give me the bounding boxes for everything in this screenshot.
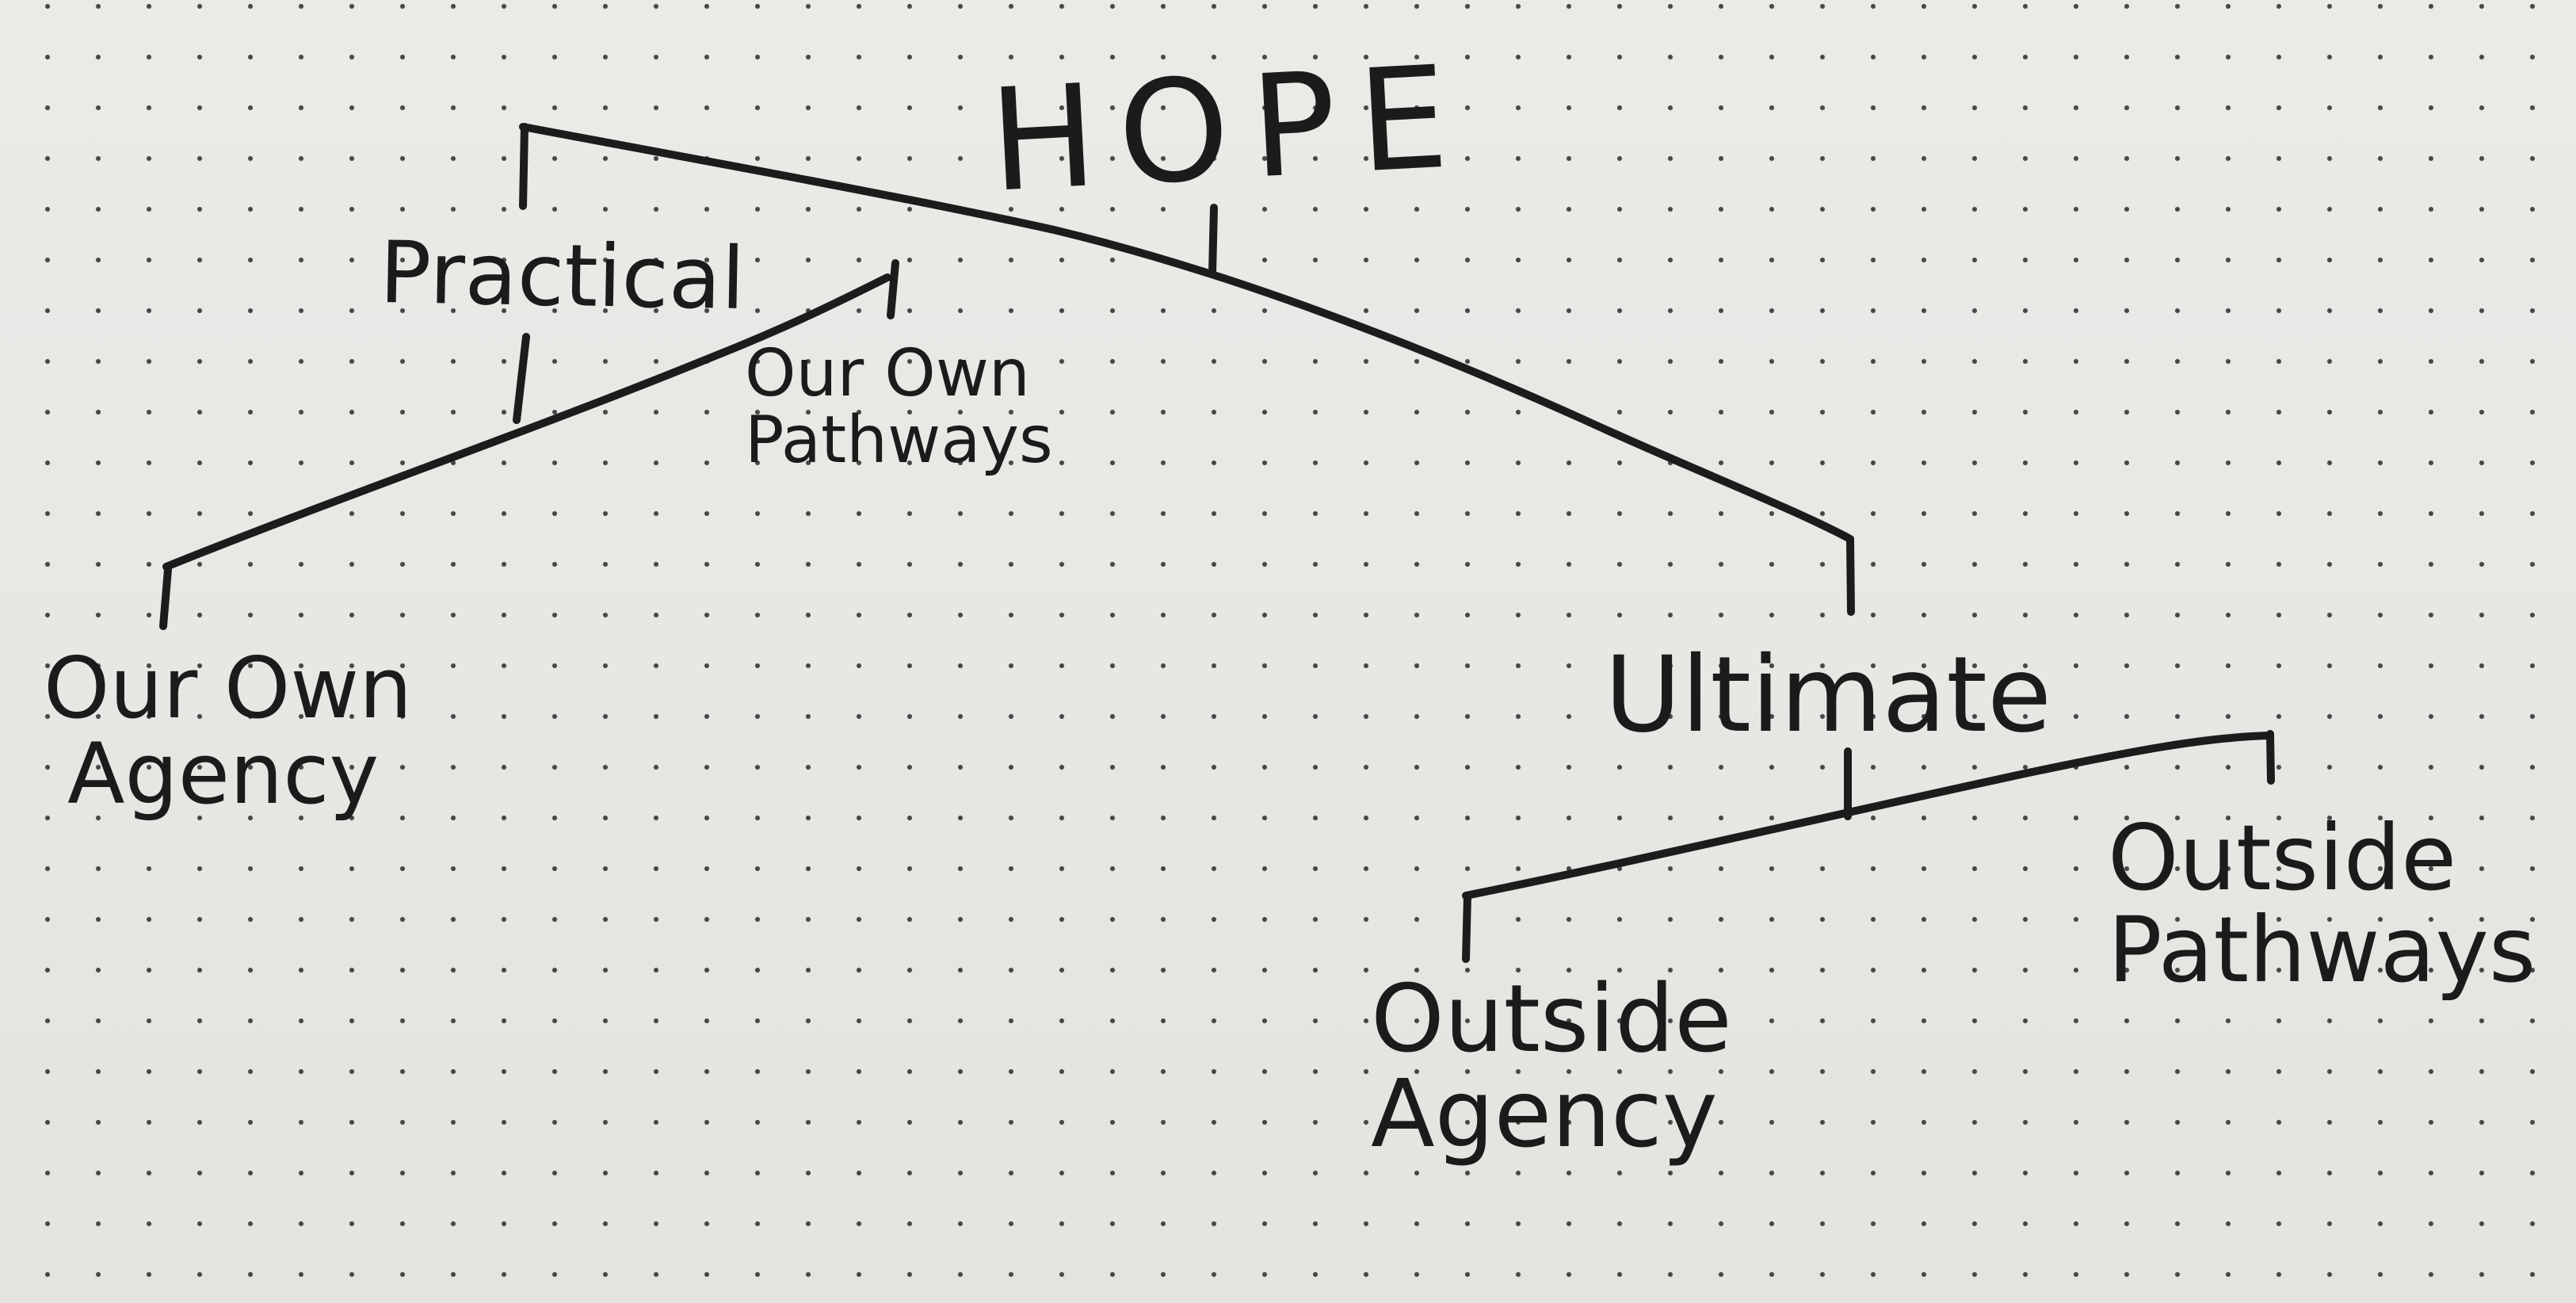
our-own-pathways-connector [887,259,899,319]
outside-agency-connector [1462,892,1471,963]
leaf-label-line-2: Agency [1371,1059,1718,1169]
branch-label-ultimate: Ultimate [1605,634,2052,756]
practical-connector [519,123,529,210]
ultimate-branch-line [1462,732,2274,900]
leaf-label-line-1: Outside [1371,964,1732,1073]
leaf-label-our-own-agency: Our Own Agency [44,640,413,823]
leaf-label-outside-agency: Outside Agency [1371,971,1732,1162]
leaf-label-outside-pathways: Outside Pathways [2108,812,2536,997]
leaf-label-line-1: Our Own [44,640,413,737]
root-label-hope: HOPE [986,34,1475,224]
practical-branch-line [162,273,891,571]
branch-label-practical: Practical [378,224,746,330]
leaf-label-line-2: Pathways [745,402,1053,478]
leaf-label-line-1: Our Own [745,336,1030,411]
our-own-agency-connector [159,565,172,630]
leaf-label-line-2: Pathways [2108,897,2536,1003]
root-tick [1208,204,1218,277]
leaf-label-line-2: Agency [67,725,380,823]
root-branch-line [519,123,1854,543]
leaf-label-our-own-pathways: Our Own Pathways [745,341,1053,473]
leaf-label-line-1: Outside [2108,805,2457,911]
outside-pathways-connector [2266,730,2275,785]
ultimate-connector [1846,537,1855,616]
practical-stem [513,333,530,424]
